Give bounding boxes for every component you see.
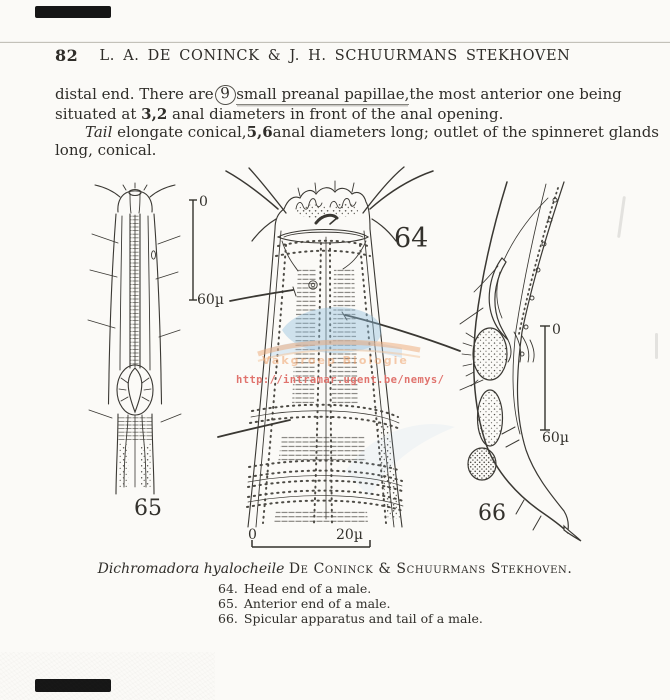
species-name: Dichromadora hyalocheile bbox=[97, 561, 285, 577]
caption-item: 65.Anterior end of a male. bbox=[218, 595, 391, 611]
fig64-body bbox=[217, 166, 461, 528]
text-segment: distal end. There are bbox=[55, 85, 214, 103]
page-number: 82 bbox=[55, 46, 79, 65]
bold-number: 5,6 bbox=[246, 123, 273, 141]
body-line-4: long, conical. bbox=[55, 141, 157, 159]
italic-word: Tail bbox=[85, 123, 113, 141]
running-title: L. A. DE CONINCK & J. H. SCHUURMANS STEK… bbox=[99, 48, 571, 64]
bold-number: 3,2 bbox=[141, 105, 168, 123]
scan-artifact-bar-top bbox=[35, 6, 111, 18]
fig66-body bbox=[459, 181, 582, 542]
pencil-underlined-text: small preanal papillae, bbox=[236, 85, 410, 105]
scan-grain bbox=[0, 652, 215, 700]
fig65-scale-start-label: 0 bbox=[199, 194, 208, 210]
figure-65-drawing: 0 60µ 65 bbox=[87, 182, 224, 521]
pencil-circled-number: 9 bbox=[213, 84, 236, 106]
caption-item: 66.Spicular apparatus and tail of a male… bbox=[218, 610, 483, 626]
fig66-scale-bar bbox=[540, 325, 550, 431]
watermark-faint-swoosh bbox=[345, 424, 455, 497]
fig64-number-label: 64 bbox=[394, 223, 428, 254]
text-segment: situated at bbox=[55, 105, 137, 123]
fig65-body bbox=[87, 182, 182, 495]
body-line-2: situated at 3,2 anal diameters in front … bbox=[55, 105, 617, 123]
fig65-scale-end-label: 60µ bbox=[197, 292, 224, 308]
fig66-scale-start-label: 0 bbox=[552, 322, 561, 338]
text-segment: Tail elongate conical, bbox=[85, 123, 247, 141]
header-rule bbox=[0, 42, 670, 43]
text-segment: anal diameters in front of the anal open… bbox=[172, 105, 504, 123]
fig64-scale-bar bbox=[251, 540, 371, 548]
fig66-scale-end-label: 60µ bbox=[542, 430, 569, 446]
text-segment: the most anterior one being bbox=[409, 85, 622, 103]
body-line-3: Tail elongate conical, 5,6 anal diameter… bbox=[55, 123, 659, 141]
fig64-scale-end-label: 20µ bbox=[336, 527, 363, 543]
authors-smallcaps: De Coninck & Schuurmans Stekhoven. bbox=[288, 561, 573, 577]
fig66-number-label: 66 bbox=[478, 501, 506, 526]
caption-item: 64.Head end of a male. bbox=[218, 581, 372, 596]
figure-caption-title: Dichromadora hyalocheile De Coninck & Sc… bbox=[0, 561, 670, 577]
scan-artifact-bar-bottom bbox=[35, 679, 111, 692]
fig65-number-label: 65 bbox=[134, 496, 162, 521]
figure-66-drawing: 0 60µ 66 bbox=[459, 181, 582, 542]
body-line-1: distal end. There are 9 small preanal pa… bbox=[55, 84, 622, 106]
fig65-scale-bar bbox=[189, 199, 197, 301]
figure-caption-list: 64.Head end of a male. 65.Anterior end o… bbox=[218, 581, 483, 626]
fig64-scale-start-label: 0 bbox=[248, 527, 257, 543]
body-text: distal end. There are 9 small preanal pa… bbox=[55, 84, 659, 159]
scan-streak-2 bbox=[655, 333, 658, 359]
text-segment: anal diameters long; outlet of the spinn… bbox=[272, 123, 659, 141]
figure-64-drawing: 0 20µ 64 bbox=[217, 166, 461, 548]
